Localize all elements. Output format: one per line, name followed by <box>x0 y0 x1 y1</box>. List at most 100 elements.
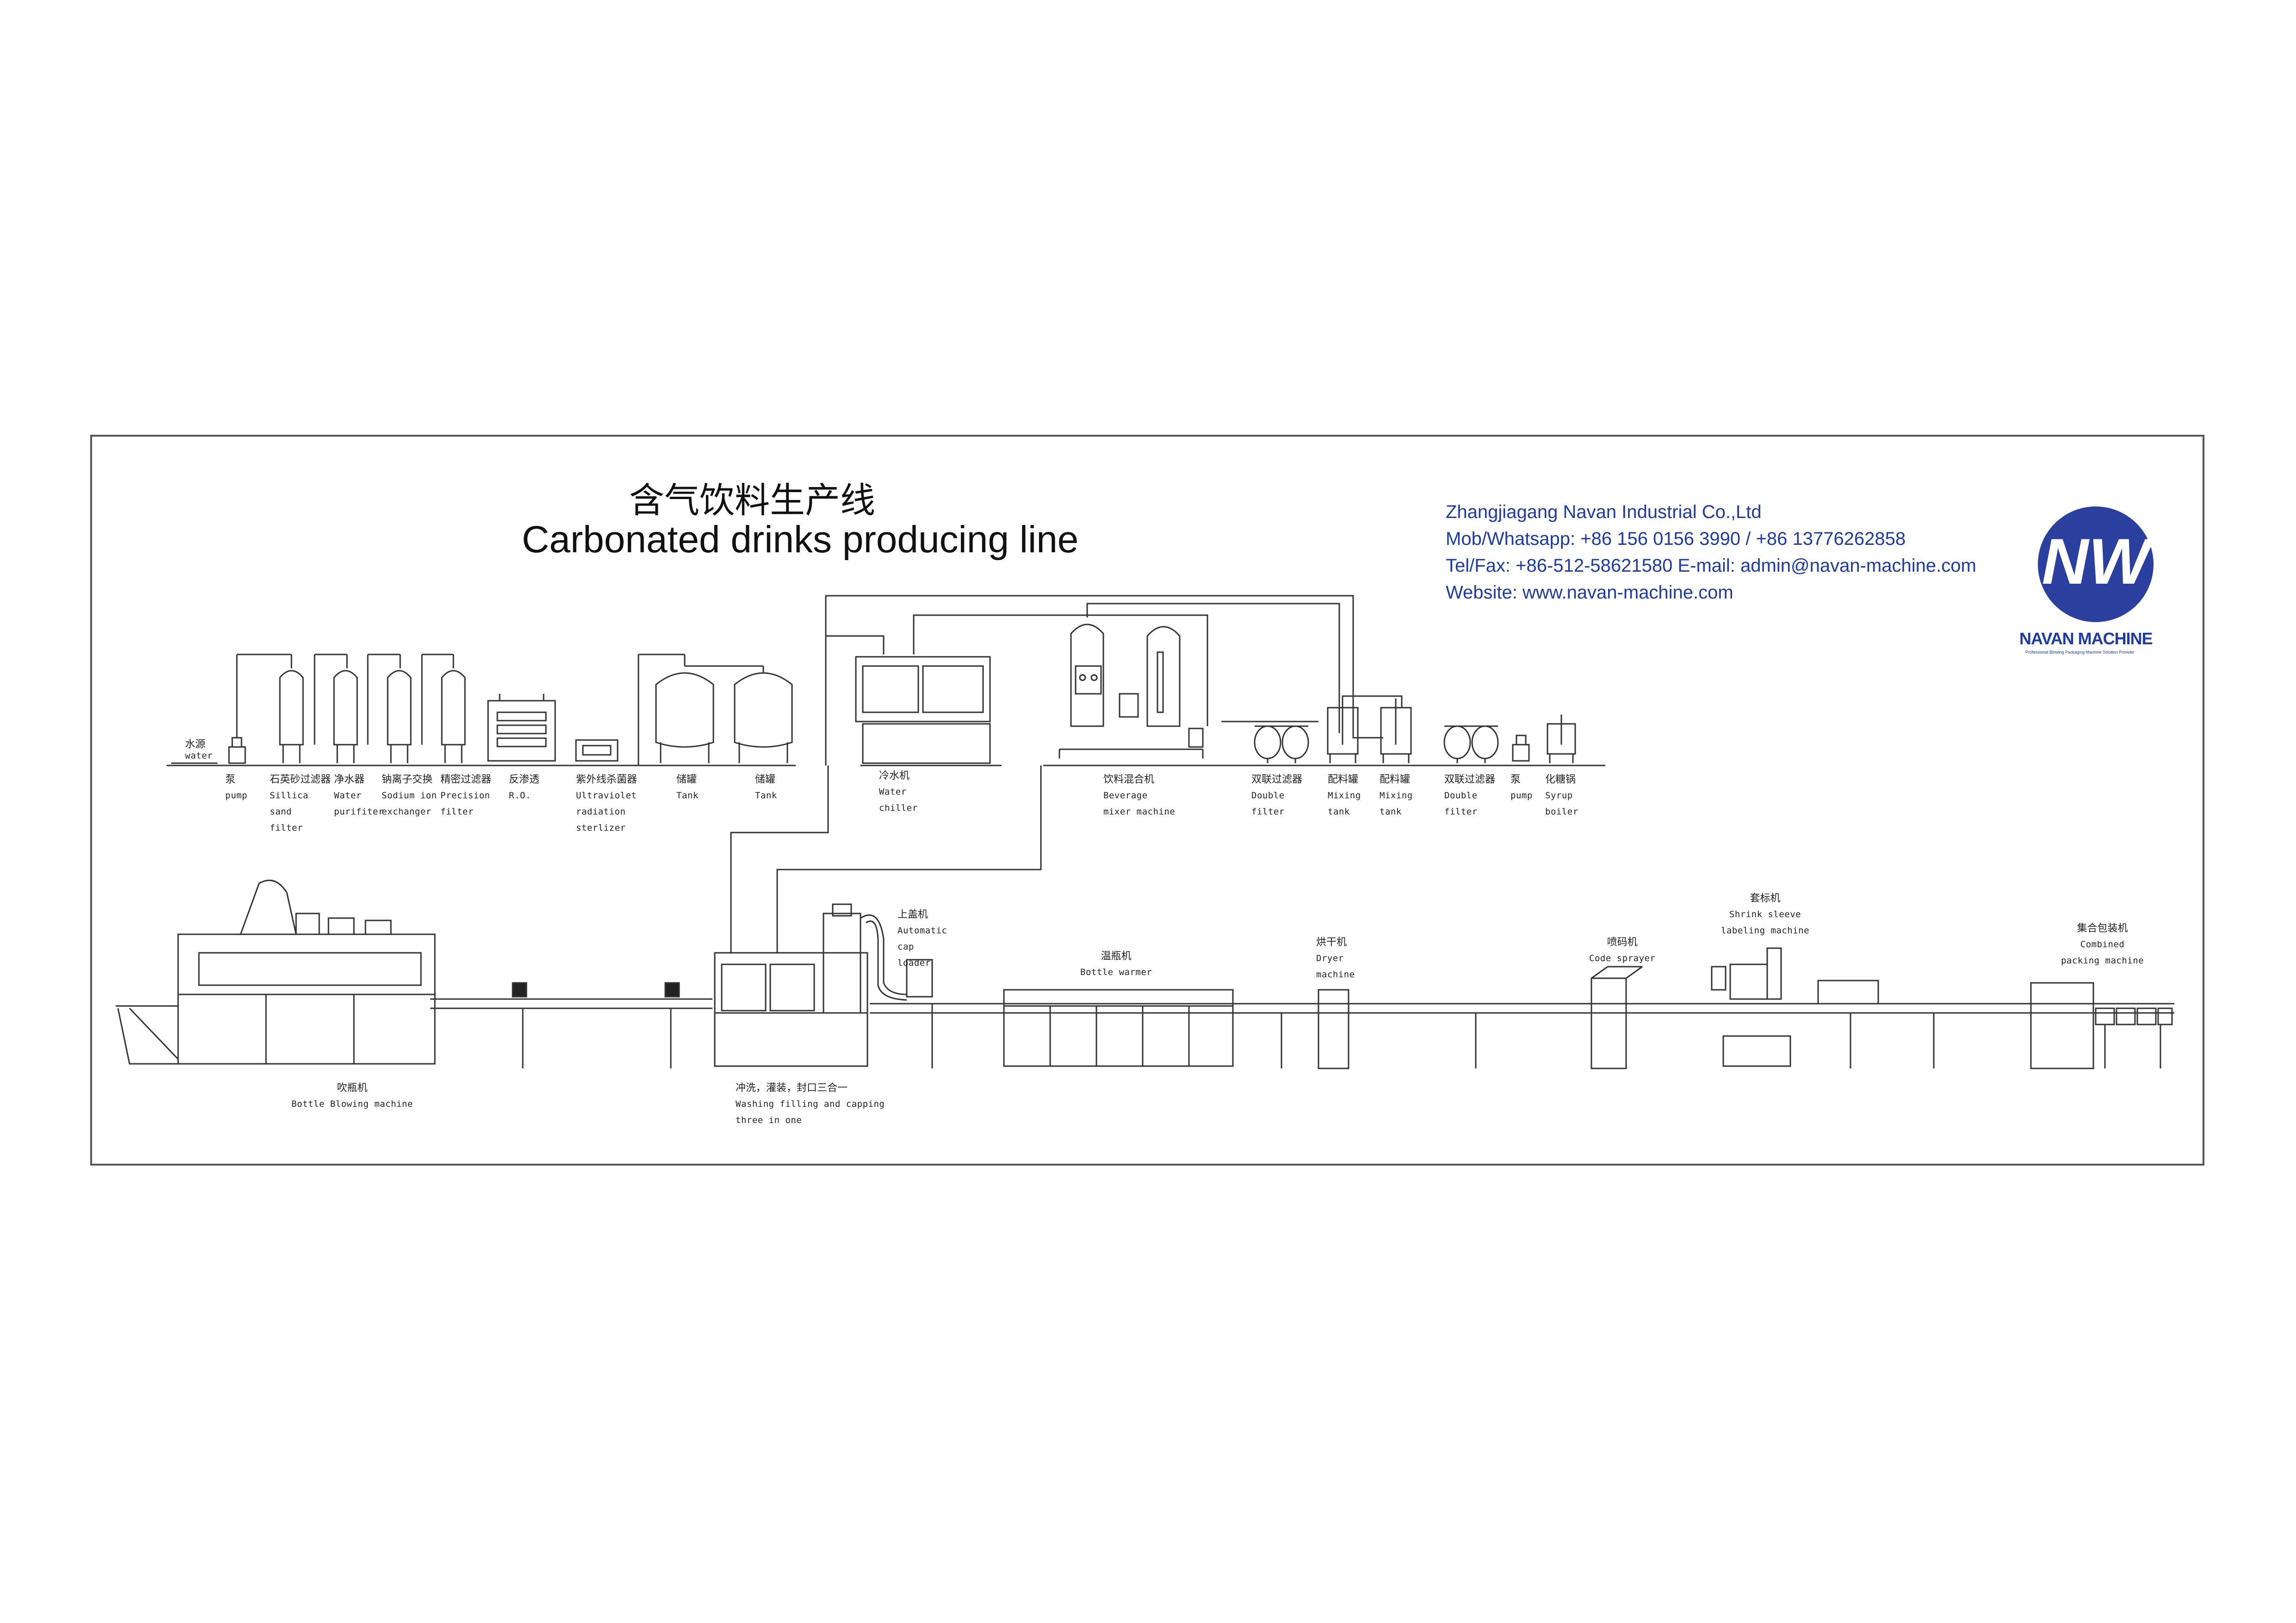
label-zh: 配料罐 <box>1380 774 1411 785</box>
mixing-tank-1-icon <box>1327 695 1403 763</box>
label-precision-filter: 精密过滤器 Precision filter <box>440 771 491 820</box>
label-zh: 净水器 <box>334 774 365 785</box>
label-zh: 水源 <box>185 739 206 750</box>
label-mixing-tank-1: 配料罐 Mixing tank <box>1328 771 1361 820</box>
bottle-blowing-machine-icon <box>116 879 436 1065</box>
label-en: packing machine <box>2061 956 2144 966</box>
label-en: water <box>185 751 213 761</box>
label-water-purifier: 净水器 Water purifiter <box>334 771 384 820</box>
label-en: tank <box>1328 807 1350 817</box>
reverse-osmosis-icon <box>487 694 556 762</box>
label-zh: 喷码机 <box>1607 937 1638 948</box>
label-uv-sterilizer: 紫外线杀菌器 Ultraviolet radiation sterlizer <box>576 771 637 836</box>
label-en: Bottle Blowing machine <box>291 1099 413 1109</box>
label-en: chiller <box>879 803 918 813</box>
label-double-filter-1: 双联过滤器 Double filter <box>1251 771 1302 820</box>
dryer-machine-icon <box>1318 989 1349 1069</box>
label-en: filter <box>1251 807 1285 817</box>
label-zh: 双联过滤器 <box>1251 774 1303 785</box>
storage-tank-2-icon <box>734 672 793 763</box>
label-en: purifiter <box>334 807 384 817</box>
label-en: radiation <box>576 807 626 817</box>
label-en: Double <box>1444 790 1478 801</box>
label-en: filter <box>270 823 303 833</box>
precision-filter-icon <box>441 670 466 763</box>
label-en: Tank <box>676 790 699 801</box>
label-zh: 冲洗，灌装，封口三合一 <box>736 1082 848 1094</box>
label-zh: 储罐 <box>676 774 697 785</box>
label-en: Tank <box>755 790 777 801</box>
company-mobile: Mob/Whatsapp: +86 156 0156 3990 / +86 13… <box>1446 529 1906 549</box>
label-en: R.O. <box>509 790 531 801</box>
label-en: filter <box>1444 807 1478 817</box>
bottle-warmer-icon <box>1003 989 1234 1067</box>
label-water-chiller: 冷水机 Water chiller <box>879 768 918 816</box>
label-zh: 套标机 <box>1750 893 1781 904</box>
label-en: cap <box>897 942 914 952</box>
label-zh: 泵 <box>225 774 236 785</box>
label-zh: 石英砂过滤器 <box>270 774 331 785</box>
brand-name: NAVAN MACHINE <box>2019 629 2153 648</box>
label-zh: 化糖锅 <box>1545 774 1576 785</box>
label-en: sand <box>270 807 292 817</box>
label-en: Mixing <box>1380 790 1413 801</box>
navan-logo-icon: NW <box>2038 506 2154 622</box>
label-en: filter <box>440 807 474 817</box>
label-mixing-tank-2: 配料罐 Mixing tank <box>1380 771 1413 820</box>
label-en: Sillica <box>270 790 309 801</box>
label-zh: 钠离子交换 <box>382 774 433 785</box>
label-combined-packing: 集合包装机 Combined packing machine <box>2061 920 2144 969</box>
water-chiller-icon <box>855 656 991 764</box>
syrup-boiler-icon <box>1547 715 1576 763</box>
beverage-mixer-icon <box>1058 623 1204 759</box>
label-zh: 吹瓶机 <box>337 1082 368 1094</box>
label-zh: 精密过滤器 <box>440 774 492 785</box>
label-shrink-sleeve: 套标机 Shrink sleeve labeling machine <box>1721 890 1809 939</box>
label-en: Double <box>1251 790 1285 801</box>
label-cap-loader: 上盖机 Automatic cap loader <box>897 907 947 971</box>
label-en: Bottle warmer <box>1080 967 1152 977</box>
label-en: Water <box>334 790 362 801</box>
label-en: boiler <box>1545 807 1578 817</box>
company-website: Website: www.navan-machine.com <box>1446 582 1733 603</box>
sodium-exchanger-icon <box>387 654 454 763</box>
label-bottle-warmer: 温瓶机 Bottle warmer <box>1080 948 1152 981</box>
code-sprayer-icon <box>1590 966 1643 1069</box>
label-sodium-exchanger: 钠离子交换 Sodium ion exchanger <box>382 771 437 820</box>
label-dryer-machine: 烘干机 Dryer machine <box>1316 934 1355 983</box>
label-en: Washing filling and capping <box>736 1099 885 1109</box>
label-en: Precision <box>440 790 490 801</box>
label-tank-2: 储罐 Tank <box>755 771 777 804</box>
pump-2-icon <box>1512 734 1530 762</box>
pump-icon <box>228 654 292 764</box>
label-en: Combined <box>2080 939 2125 950</box>
label-zh: 烘干机 <box>1316 937 1347 948</box>
label-pump-2: 泵 pump <box>1510 771 1533 804</box>
water-purifier-icon <box>333 654 401 763</box>
label-tank-1: 储罐 Tank <box>676 771 699 804</box>
label-en: exchanger <box>382 807 432 817</box>
label-en: loader <box>897 958 931 968</box>
washing-filling-capping-icon <box>714 903 868 1067</box>
label-en: Water <box>879 787 907 797</box>
label-bottle-blowing: 吹瓶机 Bottle Blowing machine <box>291 1080 413 1112</box>
label-en: tank <box>1380 807 1402 817</box>
double-filter-2-icon <box>1443 725 1499 763</box>
company-info: Zhangjiagang Navan Industrial Co.,Ltd Mo… <box>1446 499 1976 606</box>
company-name: Zhangjiagang Navan Industrial Co.,Ltd <box>1446 502 1762 522</box>
cap-loader-icon <box>860 914 933 1068</box>
label-en: sterlizer <box>576 823 626 833</box>
shrink-sleeve-labeler-icon <box>1711 947 1791 1067</box>
label-en: Code sprayer <box>1589 953 1656 963</box>
label-beverage-mixer: 饮料混合机 Beverage mixer machine <box>1103 771 1175 820</box>
uv-sterilizer-icon <box>575 739 619 762</box>
label-en: Dryer <box>1316 953 1344 963</box>
label-zh: 配料罐 <box>1328 774 1359 785</box>
label-water-source: 水源 water <box>185 736 213 764</box>
logo-letters: NW <box>2042 525 2154 598</box>
label-en: Ultraviolet <box>576 790 637 801</box>
label-zh: 紫外线杀菌器 <box>576 774 637 785</box>
label-zh: 冷水机 <box>879 770 910 782</box>
storage-tank-1-icon <box>655 672 714 763</box>
